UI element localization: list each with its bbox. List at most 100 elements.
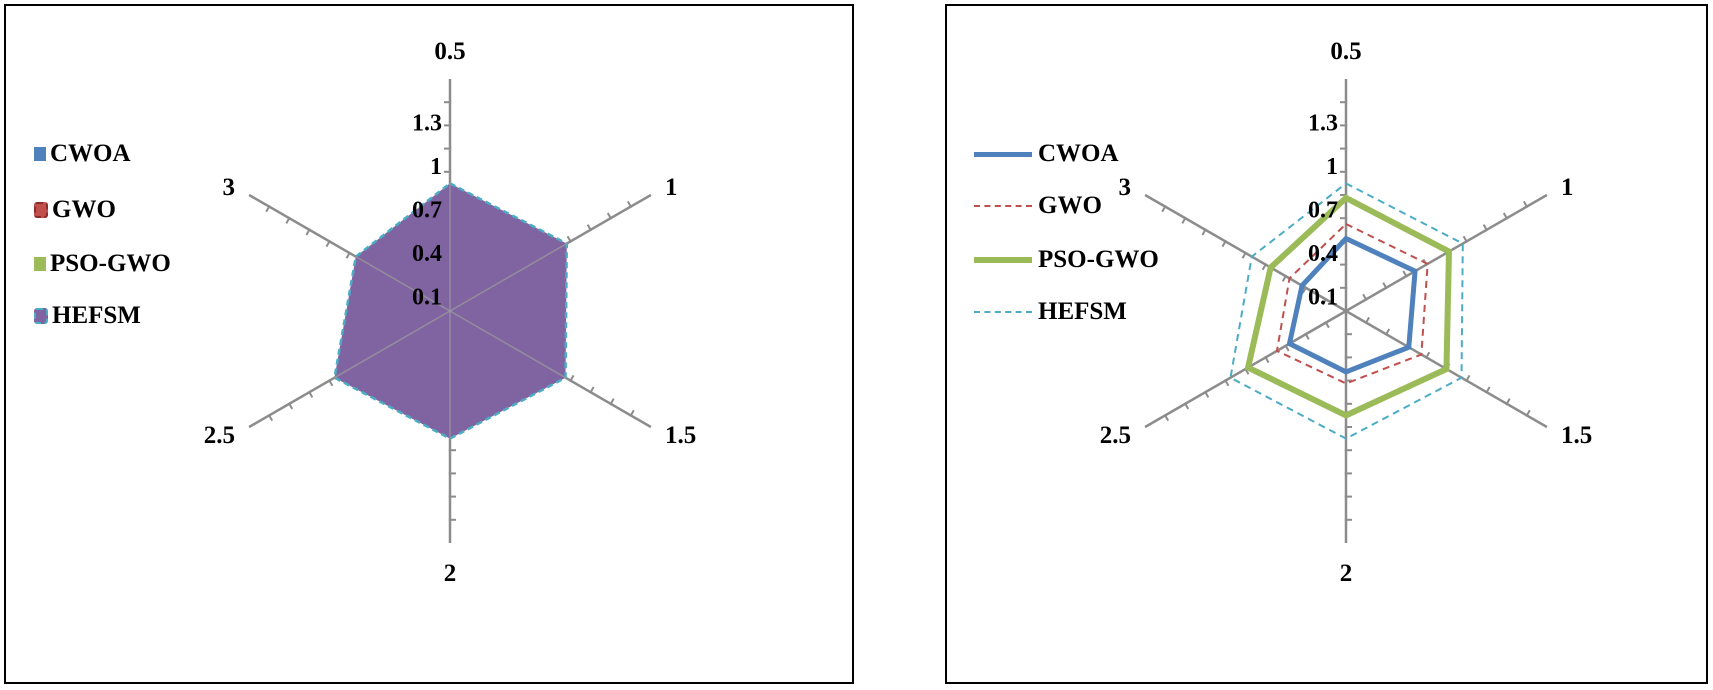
legend-item-gwo: GWO: [974, 192, 1102, 220]
radar-tick: [1281, 274, 1288, 282]
radar-tick: [1261, 263, 1268, 271]
category-label: 0.5: [434, 38, 465, 65]
radial-tick-label: 0.1: [412, 285, 442, 311]
category-label: 1.5: [1561, 422, 1592, 449]
radar-tick: [609, 398, 615, 406]
series-pso-gwo: [1244, 194, 1453, 419]
hefsm-swatch: [34, 308, 48, 324]
radar-tick: [1201, 228, 1207, 236]
legend-label-pso-gwo: PSO-GWO: [1038, 246, 1159, 273]
gwo-swatch: [34, 202, 48, 218]
radar-tick: [1203, 390, 1210, 398]
radar-spoke-overlay: [449, 242, 568, 312]
radar-tick: [265, 205, 271, 213]
radar-tick: [1424, 351, 1431, 359]
radar-tick: [1402, 270, 1408, 278]
category-label: 1: [665, 174, 678, 201]
radar-tick: [1525, 409, 1531, 417]
radar-tick: [1324, 321, 1330, 329]
legend-item-pso-gwo: PSO-GWO: [974, 246, 1159, 274]
radar-plot-right: 0.10.40.711.30.511.522.53: [1100, 38, 1592, 587]
radar-tick: [307, 390, 314, 398]
radar-spoke-overlay: [449, 310, 566, 379]
radar-tick: [1223, 379, 1230, 387]
radar-tick: [1221, 239, 1227, 248]
radial-tick-label: 0.7: [412, 198, 442, 224]
radar-spoke-overlay: [334, 310, 451, 379]
radar-tick: [327, 379, 334, 387]
radar-tick: [1502, 212, 1509, 220]
radar-tick: [1505, 398, 1511, 406]
legend-item-cwoa: CWOA: [34, 140, 131, 168]
radial-tick-label: 1: [1326, 154, 1338, 180]
radial-tick-label: 0.4: [1308, 241, 1338, 267]
radar-tick: [1322, 297, 1328, 306]
radar-tick: [1163, 413, 1170, 422]
category-label: 3: [223, 174, 236, 201]
radar-tick: [569, 374, 575, 383]
category-label: 1.5: [665, 422, 696, 449]
category-label: 0.5: [1330, 38, 1361, 65]
legend-label-pso-gwo: PSO-GWO: [50, 250, 171, 277]
category-label: 2.5: [204, 422, 235, 449]
radar-tick: [1183, 402, 1190, 410]
radar-tick: [1382, 282, 1388, 290]
radial-tick-label: 0.1: [1308, 285, 1338, 311]
legend-label-hefsm: HEFSM: [52, 302, 141, 329]
radar-tick: [1485, 386, 1491, 394]
radial-tick-label: 0.7: [1308, 198, 1338, 224]
cwoa-line-swatch: [974, 151, 1032, 157]
radar-plot-left: 0.10.40.711.30.511.522.53: [204, 38, 696, 587]
radar-tick: [629, 409, 635, 417]
legend-item-gwo: GWO: [34, 196, 116, 224]
radar-tick: [1264, 355, 1270, 364]
radar-spoke-overlay: [355, 255, 451, 312]
radar-tick: [1304, 332, 1310, 340]
radar-tick: [1384, 328, 1391, 336]
radar-tick: [1462, 235, 1469, 243]
radar-tick: [626, 200, 633, 209]
radar-tick: [1522, 200, 1529, 209]
radar-tick: [1364, 316, 1370, 325]
category-label: 2: [1340, 560, 1353, 587]
legend-item-cwoa: CWOA: [974, 140, 1119, 168]
radar-tick: [305, 228, 311, 236]
radar-tick: [589, 386, 595, 394]
series-gwo: [1275, 222, 1429, 385]
radar-tick: [566, 235, 573, 243]
radial-tick-label: 1: [430, 154, 442, 180]
legend-item-hefsm: HEFSM: [974, 298, 1127, 326]
radar-tick: [267, 413, 274, 422]
radar-tick: [1301, 286, 1308, 294]
legend-label-gwo: GWO: [1038, 192, 1102, 219]
series-cwoa: [1286, 235, 1418, 375]
legend-label-hefsm: HEFSM: [1038, 298, 1127, 325]
radar-tick: [345, 251, 352, 259]
category-label: 2: [444, 560, 457, 587]
radar-tick: [586, 224, 593, 232]
category-label: 1: [1561, 174, 1574, 201]
legend-label-gwo: GWO: [52, 196, 116, 223]
radial-tick-label: 1.3: [1308, 111, 1338, 137]
hefsm-line-swatch: [974, 311, 1032, 313]
pso-gwo-line-swatch: [974, 257, 1032, 263]
radar-tick: [1241, 251, 1248, 259]
radar-tick: [285, 216, 291, 224]
radar-tick: [1161, 205, 1167, 213]
radial-tick-label: 0.4: [412, 241, 442, 267]
gwo-line-swatch: [974, 205, 1032, 207]
cwoa-swatch: [34, 147, 46, 161]
legend-label-cwoa: CWOA: [50, 140, 131, 167]
radar-tick: [1181, 216, 1187, 224]
radar-tick: [1482, 224, 1489, 232]
category-label: 3: [1119, 174, 1132, 201]
series-hefsm: [1229, 182, 1464, 440]
legend-item-pso-gwo: PSO-GWO: [34, 250, 171, 278]
pso-gwo-swatch: [34, 257, 46, 271]
radar-tick: [1465, 374, 1471, 383]
radar-tick: [325, 239, 331, 248]
legend-label-cwoa: CWOA: [1038, 140, 1119, 167]
legend-item-hefsm: HEFSM: [34, 302, 141, 330]
